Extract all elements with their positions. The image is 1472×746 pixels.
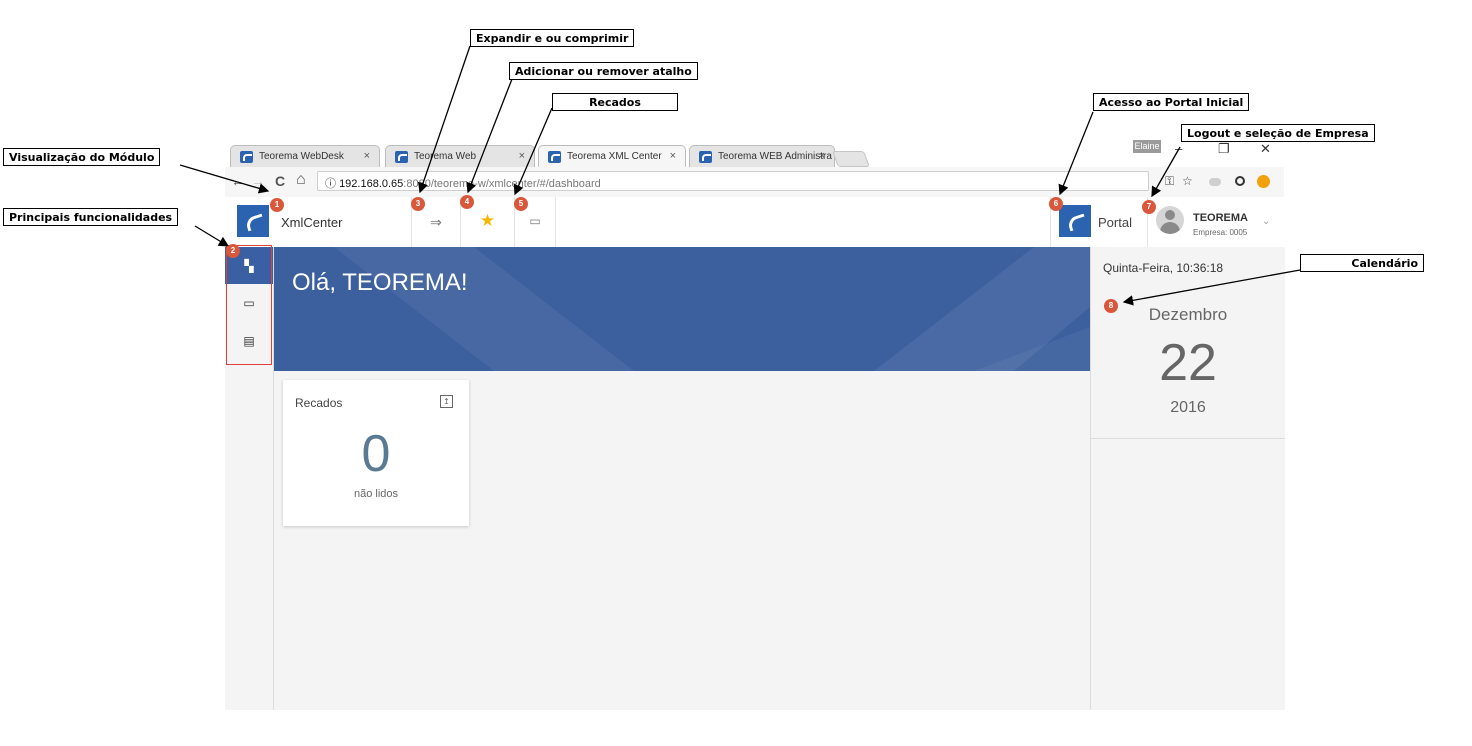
window-close-icon[interactable]: ✕ [1260, 141, 1271, 156]
banner-decoration [334, 247, 1090, 371]
chat-icon: ▭ [243, 295, 255, 310]
annotation-badge-7: 7 [1142, 200, 1156, 214]
chevron-down-icon[interactable]: ⌄ [1262, 216, 1271, 227]
annotation-badge-1: 1 [270, 198, 284, 212]
tab-close-icon[interactable]: × [518, 150, 525, 162]
annotation-badge-2: 2 [226, 244, 240, 258]
bookmark-star-icon[interactable]: ☆ [1182, 174, 1193, 188]
annotation-badge-6: 6 [1049, 197, 1063, 211]
annotation-badge-3: 3 [411, 197, 425, 211]
browser-tab-webadmin[interactable]: Teorema WEB Administra × [689, 145, 835, 167]
sidebar-highlight-box [226, 245, 272, 365]
company-label: Empresa: 0005 [1193, 228, 1248, 237]
messages-button[interactable]: ▭ [514, 197, 556, 247]
annotation-badge-4: 4 [460, 195, 474, 209]
callout-visualizacao-modulo: Visualização do Módulo [3, 148, 161, 166]
welcome-banner: Olá, TEOREMA! [274, 247, 1090, 371]
calendar-year: 2016 [1170, 399, 1206, 416]
chat-icon: ▭ [529, 214, 541, 228]
dashboard-icon: ▚ [244, 258, 254, 273]
tab-label: Teorema XML Center [567, 151, 662, 162]
restore-icon[interactable]: ❐ [1218, 141, 1230, 156]
user-menu[interactable] [1147, 197, 1285, 247]
annotation-badge-8: 8 [1104, 299, 1118, 313]
calendar-day: 22 [1159, 334, 1217, 392]
browser-tab-xmlcenter[interactable]: Teorema XML Center × [538, 145, 686, 167]
teorema-favicon-icon [395, 151, 408, 163]
document-icon: ▤ [243, 333, 255, 348]
user-name[interactable]: TEOREMA [1193, 212, 1248, 224]
callout-calendario: Calendário [1300, 254, 1424, 272]
module-name: XmlCenter [281, 215, 343, 230]
tab-close-icon[interactable]: × [669, 150, 676, 162]
recados-card[interactable]: Recados ↥ 0 não lidos [283, 380, 469, 526]
address-bar[interactable]: ⓘ 192.168.0.65:8080/teorema-w/xmlcenter/… [317, 171, 1149, 191]
sidebar-item-documents[interactable]: ▤ [225, 322, 273, 359]
tab-label: Teorema WEB Administra [718, 151, 832, 162]
teorema-favicon-icon [548, 151, 561, 163]
card-title: Recados [295, 396, 343, 410]
current-datetime: Quinta-Feira, 10:36:18 [1103, 261, 1224, 275]
window-user-badge[interactable]: Elaine [1133, 140, 1161, 153]
callout-principais-funcionalidades: Principais funcionalidades [3, 208, 179, 226]
callout-portal: Acesso ao Portal Inicial [1093, 93, 1250, 111]
callout-logout: Logout e seleção de Empresa [1181, 124, 1375, 142]
key-icon[interactable]: ⚿ [1165, 174, 1175, 188]
unread-count: 0 [361, 425, 391, 483]
main-content: Olá, TEOREMA! Recados ↥ 0 não lidos [274, 247, 1090, 710]
double-arrow-right-icon: ⇒ [430, 214, 442, 230]
portal-label[interactable]: Portal [1098, 215, 1132, 230]
greeting-title: Olá, TEOREMA! [292, 269, 468, 296]
url-host: 192.168.0.65 [339, 178, 404, 190]
reload-icon[interactable]: C [275, 173, 286, 189]
portal-logo-icon[interactable] [1059, 205, 1091, 237]
browser-toolbar: ← → C ⌂ ⓘ 192.168.0.65:8080/teorema-w/xm… [225, 167, 1284, 198]
sidebar-item-messages[interactable]: ▭ [225, 284, 273, 321]
cloud-icon[interactable] [1209, 178, 1221, 186]
callout-recados: Recados [552, 93, 678, 111]
site-info-icon[interactable]: ⓘ [325, 178, 336, 190]
expand-collapse-button[interactable]: ⇒ [411, 197, 460, 247]
calendar-panel: Quinta-Feira, 10:36:18 Dezembro 22 2016 [1090, 247, 1285, 710]
browser-tab-strip: Teorema WebDesk × Teorema Web × Teorema … [225, 139, 1284, 167]
browser-tab-web[interactable]: Teorema Web × [385, 145, 535, 167]
teorema-favicon-icon [699, 151, 712, 163]
tab-label: Teorema WebDesk [259, 151, 344, 162]
callout-atalho: Adicionar ou remover atalho [509, 62, 698, 80]
tab-close-icon[interactable]: × [363, 150, 370, 162]
calendar-month: Dezembro [1148, 305, 1228, 324]
alert-icon[interactable] [1257, 175, 1270, 188]
shortcut-star-button[interactable]: ★ [460, 197, 514, 247]
app-header: XmlCenter ⇒ ★ ▭ Portal TEOREMA Empresa: … [225, 197, 1284, 248]
back-icon[interactable]: ← [231, 173, 245, 189]
extension-icon[interactable] [1235, 176, 1245, 186]
unread-label: não lidos [353, 488, 399, 500]
divider [1091, 438, 1285, 439]
teorema-logo-icon[interactable] [237, 205, 269, 237]
browser-tab-webdesk[interactable]: Teorema WebDesk × [230, 145, 380, 167]
open-card-icon[interactable]: ↥ [440, 395, 453, 408]
tab-close-icon[interactable]: × [818, 150, 825, 162]
avatar[interactable] [1156, 206, 1184, 234]
portal-button[interactable] [1050, 197, 1148, 247]
url-path: :8080/teorema-w/xmlcenter/#/dashboard [403, 178, 601, 190]
home-icon[interactable]: ⌂ [296, 171, 306, 188]
tab-label: Teorema Web [414, 151, 477, 162]
callout-expandir: Expandir e ou comprimir [470, 29, 635, 47]
teorema-favicon-icon [240, 151, 253, 163]
annotation-badge-5: 5 [514, 197, 528, 211]
star-icon: ★ [479, 211, 496, 230]
